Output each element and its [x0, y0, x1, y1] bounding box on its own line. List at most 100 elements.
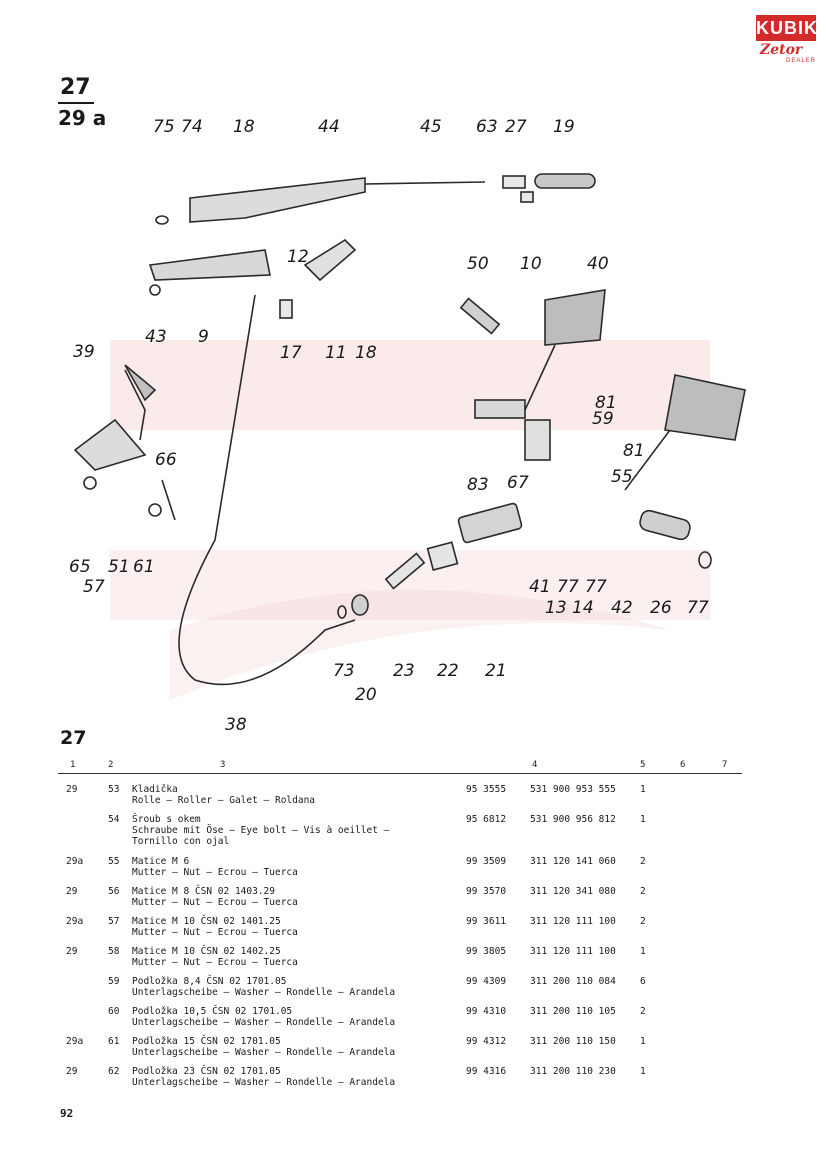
callout-66: 66: [155, 450, 177, 470]
row-qty: 1: [640, 1036, 646, 1047]
col-head-4: 4: [532, 760, 538, 770]
callout-81: 81: [595, 393, 617, 413]
pedal-arm-39: [124, 369, 146, 441]
callout-43: 43: [145, 327, 167, 347]
sleeve-10: [520, 191, 534, 203]
callout-40: 40: [587, 254, 609, 274]
callout-38: 38: [225, 715, 247, 735]
col-head-7: 7: [722, 760, 728, 770]
pin-17: [279, 299, 293, 319]
row-desc: Podložka 23 ČSN 02 1701.05 Unterlagschei…: [132, 1066, 462, 1088]
row-pos: 58: [108, 946, 120, 957]
row-fig: 29: [66, 946, 78, 957]
row-desc: Matice M 8 ČSN 02 1403.29 Mutter — Nut —…: [132, 886, 462, 908]
row-pos: 57: [108, 916, 120, 927]
parts-row: 29 56 Matice M 8 ČSN 02 1403.29 Mutter —…: [0, 886, 826, 916]
washer-73: [337, 605, 347, 619]
cable-38: [178, 294, 356, 686]
nut-65: [83, 476, 97, 490]
row-fig: 29a: [66, 916, 84, 927]
desc-line3: Tornillo con ojal: [132, 836, 230, 847]
desc-line1: Kladička: [132, 784, 178, 795]
spring-50: [459, 297, 501, 335]
desc-line1: Podložka 10,5 ČSN 02 1701.05: [132, 1006, 293, 1017]
callout-18: 18: [233, 117, 255, 137]
desc-line1: Podložka 8,4 ČSN 02 1701.05: [132, 976, 287, 987]
logo-dealer: DEALER: [786, 58, 817, 64]
spring-23: [384, 552, 426, 590]
row-qty: 1: [640, 1066, 646, 1077]
callout-23: 23: [393, 661, 415, 681]
desc-line1: Matice M 6: [132, 856, 190, 867]
row-pos: 53: [108, 784, 120, 795]
row-cat: 99 3611: [466, 916, 507, 927]
row-desc: Matice M 10 ČSN 02 1402.25 Mutter — Nut …: [132, 946, 462, 968]
row-qty: 1: [640, 814, 646, 825]
callout-10: 10: [520, 254, 542, 274]
shaft-26: [639, 509, 691, 541]
row-desc: Matice M 10 ČSN 02 1401.25 Mutter — Nut …: [132, 916, 462, 938]
callout-74: 74: [181, 117, 203, 137]
grip-19: [534, 173, 596, 189]
row-cat: 99 3805: [466, 946, 507, 957]
callout-22: 22: [437, 661, 459, 681]
row-desc: Podložka 15 ČSN 02 1701.05 Unterlagschei…: [132, 1036, 462, 1058]
washer-75: [155, 215, 169, 225]
shaft-83: [474, 399, 526, 419]
callout-77c: 77: [687, 598, 709, 618]
row-desc: Matice M 6 Mutter — Nut — Ecrou — Tuerca: [132, 856, 462, 878]
linkage-arm: [73, 418, 147, 471]
row-qty: 2: [640, 1006, 646, 1017]
parts-row: 60 Podložka 10,5 ČSN 02 1701.05 Unterlag…: [0, 1006, 826, 1036]
desc-line2: Unterlagscheibe — Washer — Rondelle — Ar…: [132, 1077, 396, 1088]
parts-row: 29 62 Podložka 23 ČSN 02 1701.05 Unterla…: [0, 1066, 826, 1096]
callout-67: 67: [507, 473, 529, 493]
callout-83: 83: [467, 475, 489, 495]
callout-75: 75: [153, 117, 175, 137]
callout-51: 51: [108, 557, 130, 577]
desc-line2: Mutter — Nut — Ecrou — Tuerca: [132, 867, 298, 878]
logo-zetor: Zetor: [760, 42, 803, 58]
desc-line1: Matice M 10 ČSN 02 1402.25: [132, 946, 281, 957]
desc-line2: Unterlagscheibe — Washer — Rondelle — Ar…: [132, 987, 396, 998]
row-qty: 2: [640, 916, 646, 927]
parts-row: 29 53 Kladička Rolle — Roller — Galet — …: [0, 784, 826, 814]
page-number: 92: [60, 1107, 74, 1120]
pedal-40: [544, 289, 606, 346]
pedal-arm-40: [524, 344, 556, 411]
row-desc: Podložka 8,4 ČSN 02 1701.05 Unterlagsche…: [132, 976, 462, 998]
desc-line2: Mutter — Nut — Ecrou — Tuerca: [132, 897, 298, 908]
col-head-1: 1: [70, 760, 76, 770]
row-fig: 29: [66, 1066, 78, 1077]
callout-11: 11: [325, 343, 347, 363]
col-head-2: 2: [108, 760, 114, 770]
parts-row: 54 Šroub s okem Schraube mit Öse — Eye b…: [0, 814, 826, 856]
row-cat: 99 4312: [466, 1036, 507, 1047]
pedal-pad-39: [124, 364, 157, 402]
row-num: 311 120 111 100: [530, 946, 616, 957]
pedal-right: [664, 374, 746, 441]
figure-ref-bottom: 29 a: [58, 106, 107, 130]
logo-kubik: KUBIK: [756, 15, 817, 41]
parts-row: 29 58 Matice M 10 ČSN 02 1402.25 Mutter …: [0, 946, 826, 976]
row-cat: 99 4310: [466, 1006, 507, 1017]
watermark-logo: [110, 340, 710, 700]
figure-ref-top: 27: [60, 75, 91, 100]
callout-27: 27: [505, 117, 527, 137]
desc-line2: Mutter — Nut — Ecrou — Tuerca: [132, 957, 298, 968]
row-qty: 2: [640, 856, 646, 867]
callout-45: 45: [420, 117, 442, 137]
parts-row: 29a 61 Podložka 15 ČSN 02 1701.05 Unterl…: [0, 1036, 826, 1066]
parts-row: 29a 55 Matice M 6 Mutter — Nut — Ecrou —…: [0, 856, 826, 886]
parts-row: 59 Podložka 8,4 ČSN 02 1701.05 Unterlags…: [0, 976, 826, 1006]
section-title: 27: [60, 727, 87, 749]
row-qty: 1: [640, 946, 646, 957]
callout-41: 41: [529, 577, 551, 597]
row-fig: 29a: [66, 1036, 84, 1047]
desc-line1: Podložka 15 ČSN 02 1701.05: [132, 1036, 281, 1047]
cable-rod: [364, 181, 486, 185]
callout-12: 12: [287, 247, 309, 267]
row-num: 311 200 110 105: [530, 1006, 616, 1017]
col-head-5: 5: [640, 760, 646, 770]
row-pos: 56: [108, 886, 120, 897]
